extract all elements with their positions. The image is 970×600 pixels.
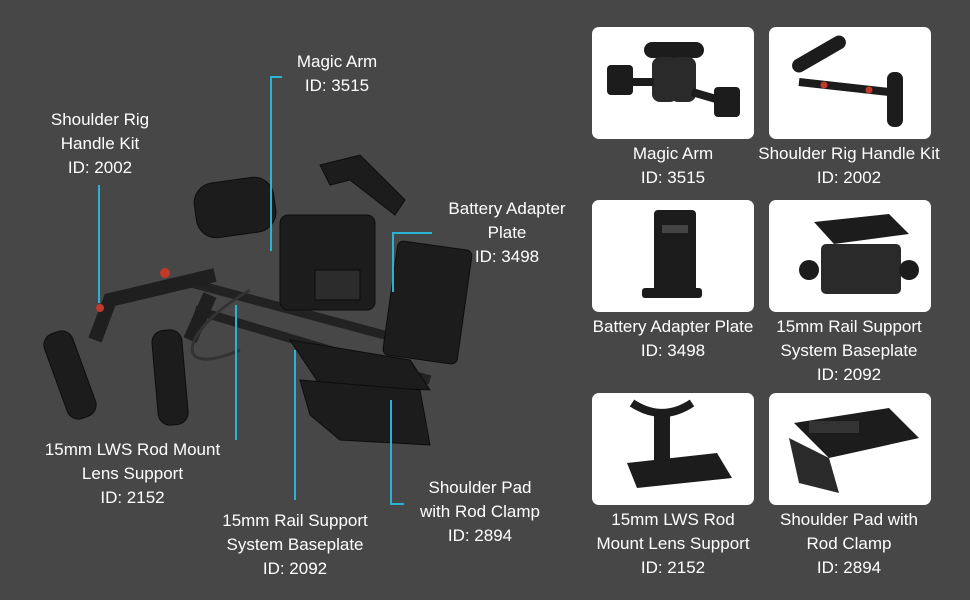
leader-shoulder-pad-tick — [390, 503, 404, 505]
leader-handle-kit — [98, 185, 100, 303]
callout-shoulder-handle: Shoulder Rig Handle Kit ID: 2002 — [50, 110, 150, 177]
caption-shoulder-handle: Shoulder Rig Handle Kit ID: 2002 — [758, 144, 940, 187]
leader-shoulder-pad — [390, 400, 392, 505]
callout-rail-baseplate: 15mm Rail Support System Baseplate ID: 2… — [222, 511, 368, 578]
callout-magic-arm: Magic Arm ID: 3515 — [296, 52, 378, 95]
leader-baseplate — [294, 350, 296, 500]
leader-battery — [392, 232, 394, 292]
caption-lws-support: 15mm LWS Rod Mount Lens Support ID: 2152 — [596, 510, 750, 577]
leader-magic-arm-tick — [270, 76, 282, 78]
caption-rail-baseplate: 15mm Rail Support System Baseplate ID: 2… — [776, 317, 922, 384]
caption-battery-plate: Battery Adapter Plate ID: 3498 — [592, 317, 754, 360]
battery-plate-image — [642, 210, 702, 298]
product-card-magic-arm — [592, 27, 754, 139]
leader-lws — [235, 305, 237, 440]
shoulder-pad-image — [789, 408, 919, 493]
caption-magic-arm: Magic Arm ID: 3515 — [632, 144, 714, 187]
product-card-battery-plate — [592, 200, 754, 312]
caption-shoulder-pad: Shoulder Pad with Rod Clamp ID: 2894 — [780, 510, 918, 577]
magic-arm-image — [607, 42, 740, 117]
callout-battery-plate: Battery Adapter Plate ID: 3498 — [448, 199, 566, 266]
product-card-rail-baseplate — [769, 200, 931, 312]
product-card-shoulder-pad — [769, 393, 931, 505]
shoulder-rig-illustration — [43, 154, 473, 446]
lws-support-image — [627, 399, 732, 488]
leader-battery-tick — [392, 232, 432, 234]
callout-lws-support: 15mm LWS Rod Mount Lens Support ID: 2152 — [44, 440, 221, 507]
callout-shoulder-pad: Shoulder Pad with Rod Clamp ID: 2894 — [420, 478, 540, 545]
product-card-lws-support — [592, 393, 754, 505]
leader-magic-arm — [270, 76, 272, 251]
rail-baseplate-image — [799, 214, 919, 294]
product-card-shoulder-handle — [769, 27, 931, 139]
shoulder-handle-image — [792, 35, 903, 127]
